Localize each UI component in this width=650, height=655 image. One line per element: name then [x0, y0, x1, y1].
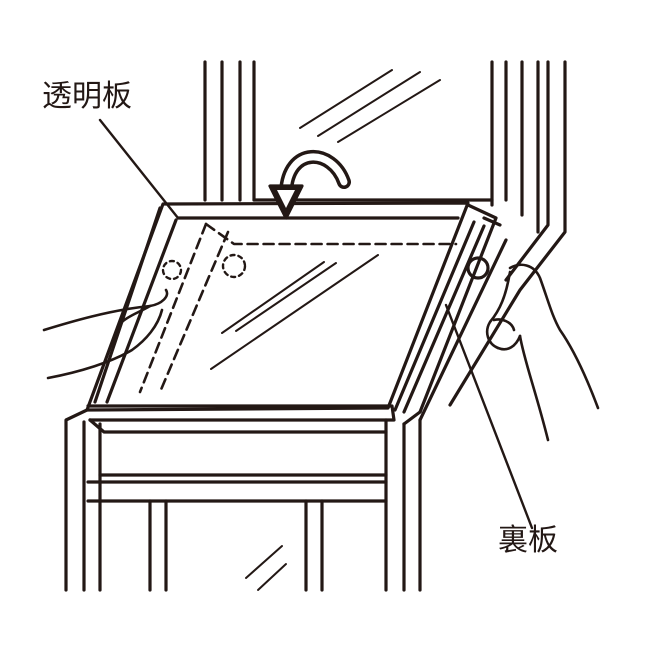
back-plate-edge [395, 222, 506, 420]
curved-arrow-icon [270, 157, 344, 218]
hand-icon [487, 265, 598, 440]
upper-glass-reflection [300, 70, 440, 142]
leader-line-transparent-plate [100, 120, 178, 218]
lower-cabinet [66, 410, 420, 590]
leader-line-back-plate [446, 305, 532, 528]
label-back-plate: 裏板 [498, 523, 558, 558]
label-transparent-plate: 透明板 [42, 79, 132, 114]
transparent-plate [87, 203, 500, 420]
hand-icon [44, 290, 167, 378]
